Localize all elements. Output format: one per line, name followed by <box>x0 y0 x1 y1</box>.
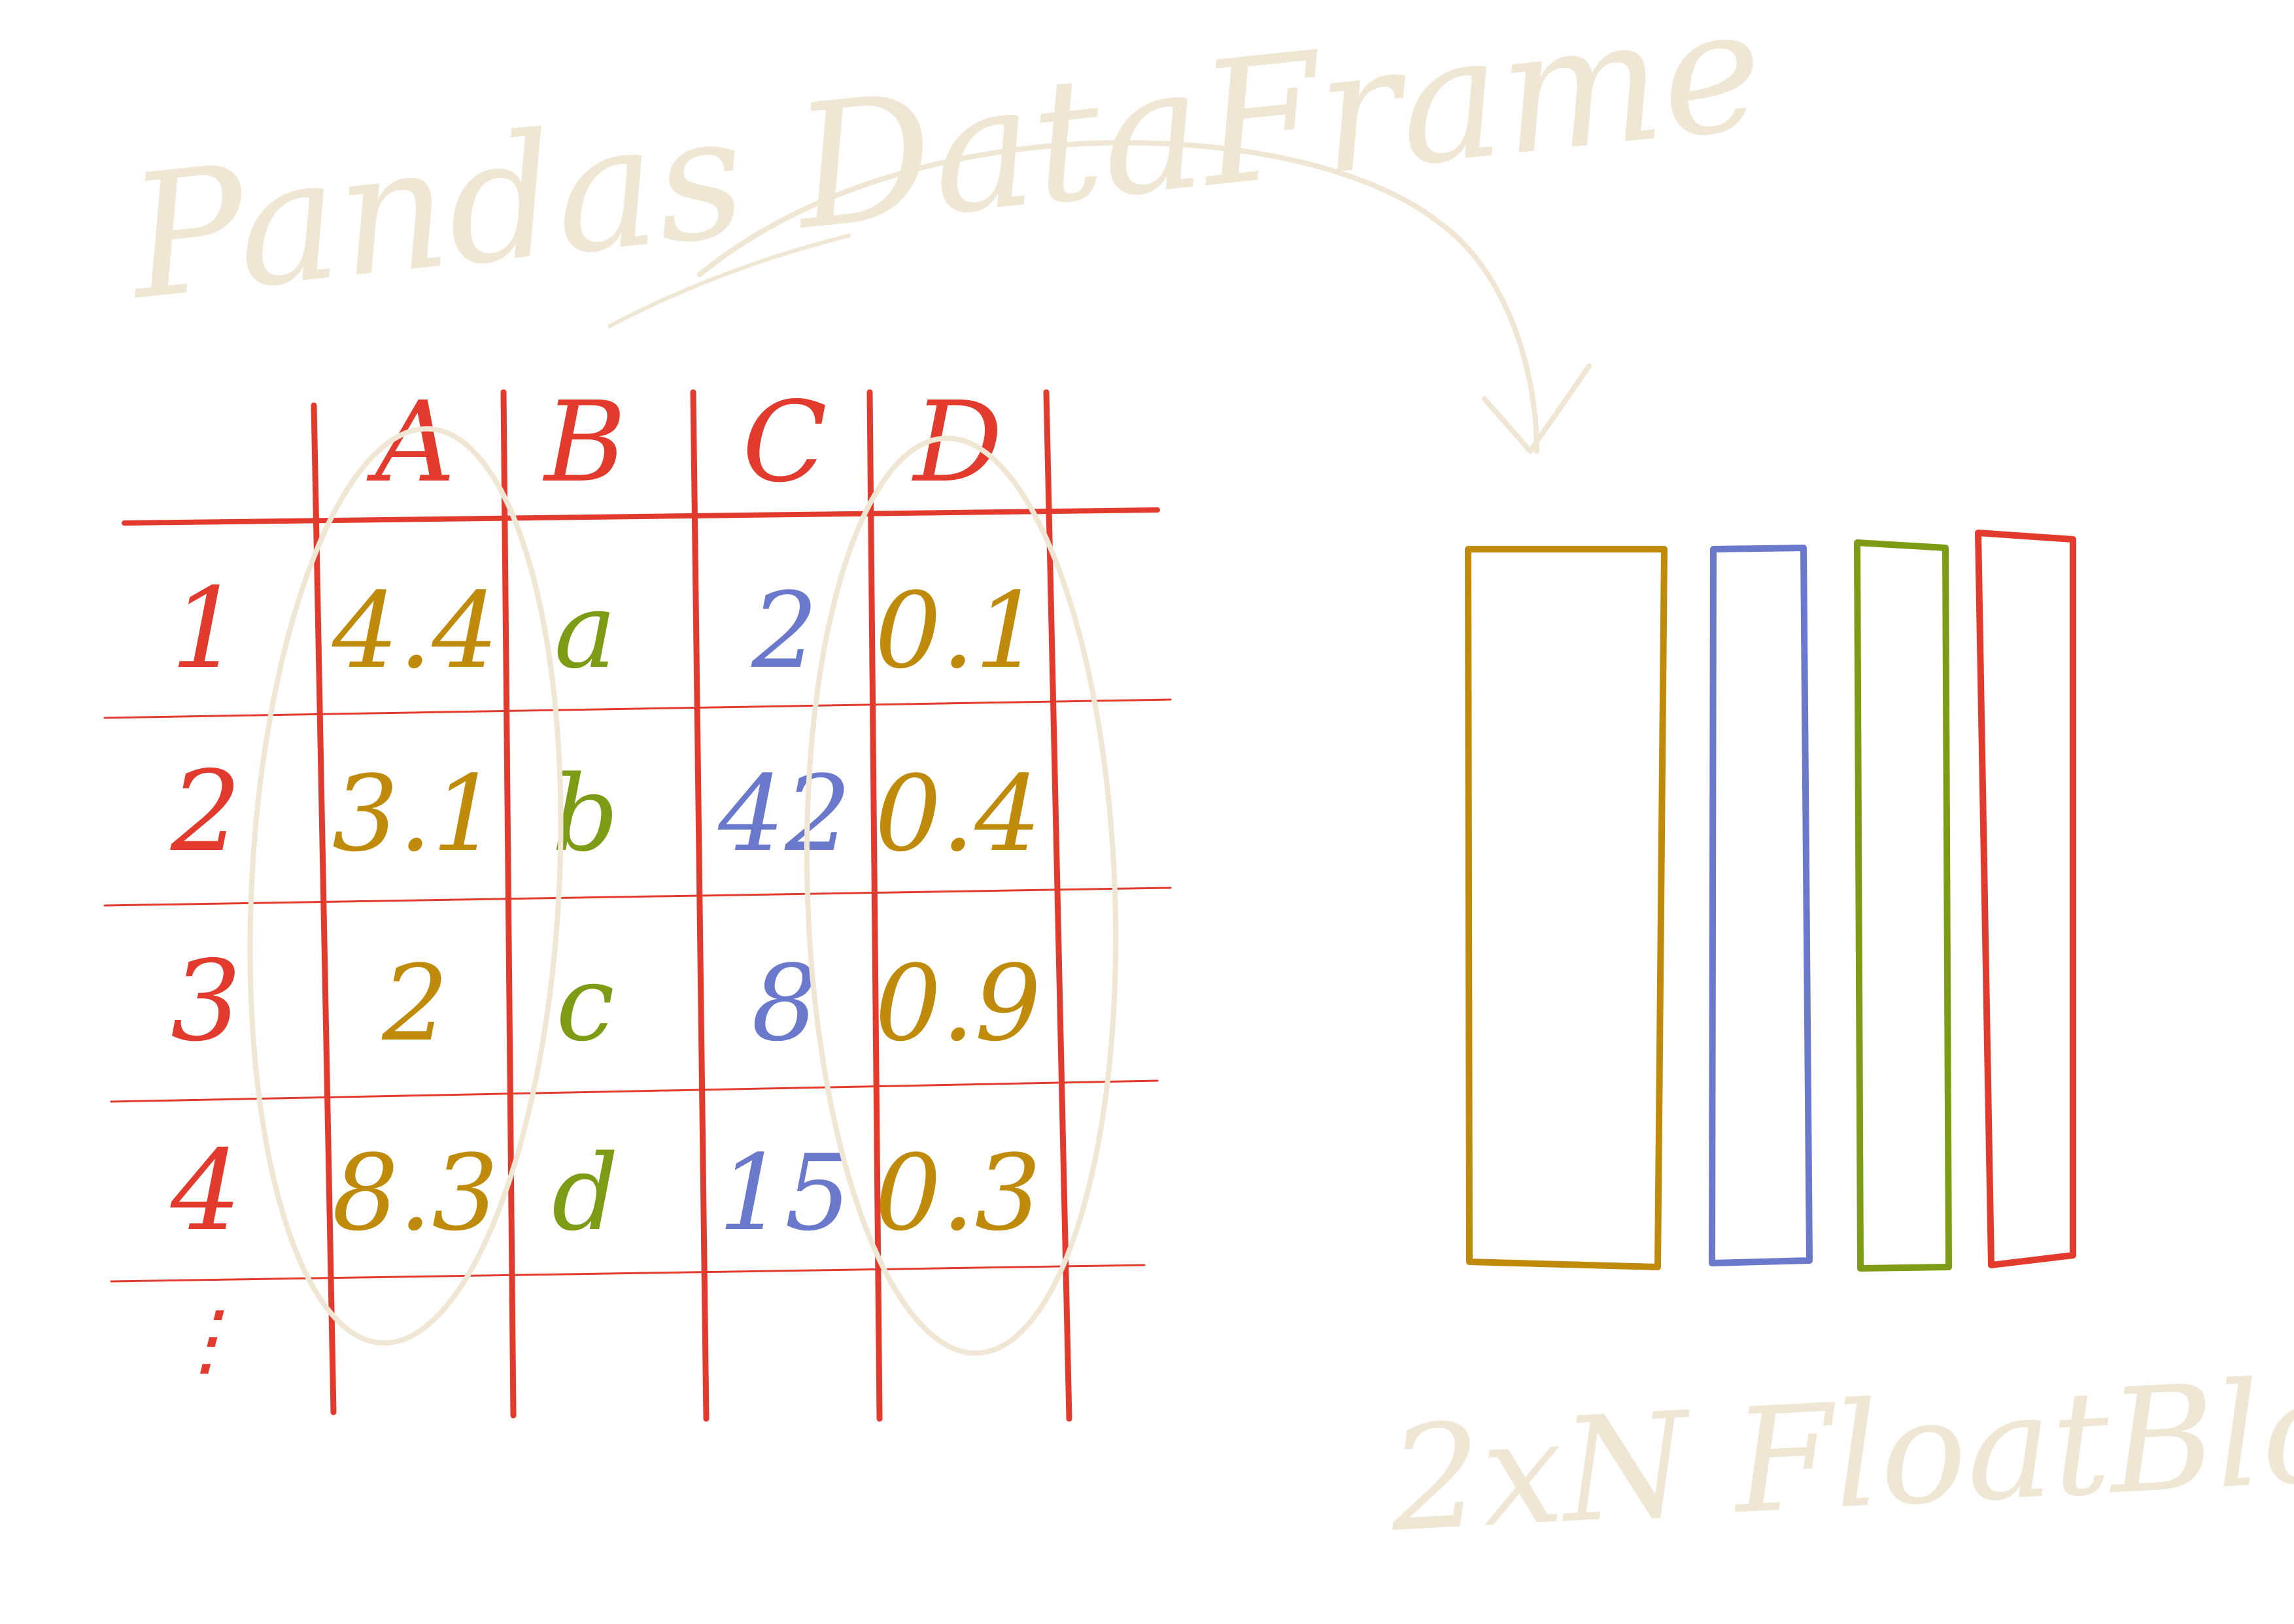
block-caption: 2xN FloatBlock <box>1385 1338 2294 1564</box>
cell-r4-d: 0.3 <box>875 1132 1041 1254</box>
cell-r3-d: 0.9 <box>875 942 1041 1064</box>
cell-r1-c: 2 <box>751 569 818 692</box>
cell-r4-c: 15 <box>718 1132 851 1254</box>
grid-hline-5 <box>110 1264 1146 1283</box>
grid-hline-3 <box>103 887 1172 907</box>
cell-r2-d: 0.4 <box>875 753 1041 875</box>
block-3 <box>1854 539 1952 1272</box>
arrow-head-icon <box>1482 364 1592 454</box>
title-arrow <box>697 140 1539 454</box>
row-index-4: 4 <box>170 1126 241 1256</box>
row-index-labels: 1 2 3 4 <box>170 564 241 1256</box>
grid-vline-2 <box>500 389 517 1419</box>
cell-r2-a: 3.1 <box>332 753 498 875</box>
title-strike <box>607 233 851 329</box>
grid-hline-4 <box>110 1079 1159 1103</box>
block-1 <box>1465 546 1668 1270</box>
grid-hline-2 <box>103 698 1172 719</box>
cell-r3-b: c <box>556 942 615 1064</box>
cell-r1-b: a <box>554 569 616 692</box>
block-2 <box>1709 545 1813 1266</box>
cell-r3-a: 2 <box>381 942 449 1064</box>
row-index-2: 2 <box>170 747 241 877</box>
grid-vline-5 <box>1043 389 1072 1422</box>
cell-r4-b: d <box>552 1132 619 1254</box>
column-header-c: C <box>742 378 827 507</box>
highlight-column-a <box>247 426 564 1346</box>
highlight-column-d <box>804 435 1119 1356</box>
diagram-title: Pandas DataFrame <box>118 0 1772 338</box>
cell-r2-c: 42 <box>717 753 851 875</box>
block-4 <box>1975 530 2076 1268</box>
grid-vline-4 <box>866 389 883 1422</box>
cell-r3-c: 8 <box>751 942 818 1064</box>
column-header-b: B <box>543 378 626 507</box>
grid-vline-1 <box>311 402 337 1415</box>
row-index-3: 3 <box>171 937 241 1066</box>
table-grid <box>103 389 1172 1422</box>
grid-vline-3 <box>690 389 710 1422</box>
grid-hline-1 <box>122 507 1160 526</box>
cell-r4-a: 8.3 <box>332 1132 498 1254</box>
row-index-1: 1 <box>171 564 241 694</box>
row-ellipsis: ⋮ <box>167 1294 245 1385</box>
cell-r1-a: 4.4 <box>332 569 498 692</box>
column-header-a: A <box>367 378 456 507</box>
cell-r1-d: 0.1 <box>875 569 1041 692</box>
memory-blocks <box>1465 530 2076 1272</box>
float-column-highlights <box>247 426 1119 1356</box>
